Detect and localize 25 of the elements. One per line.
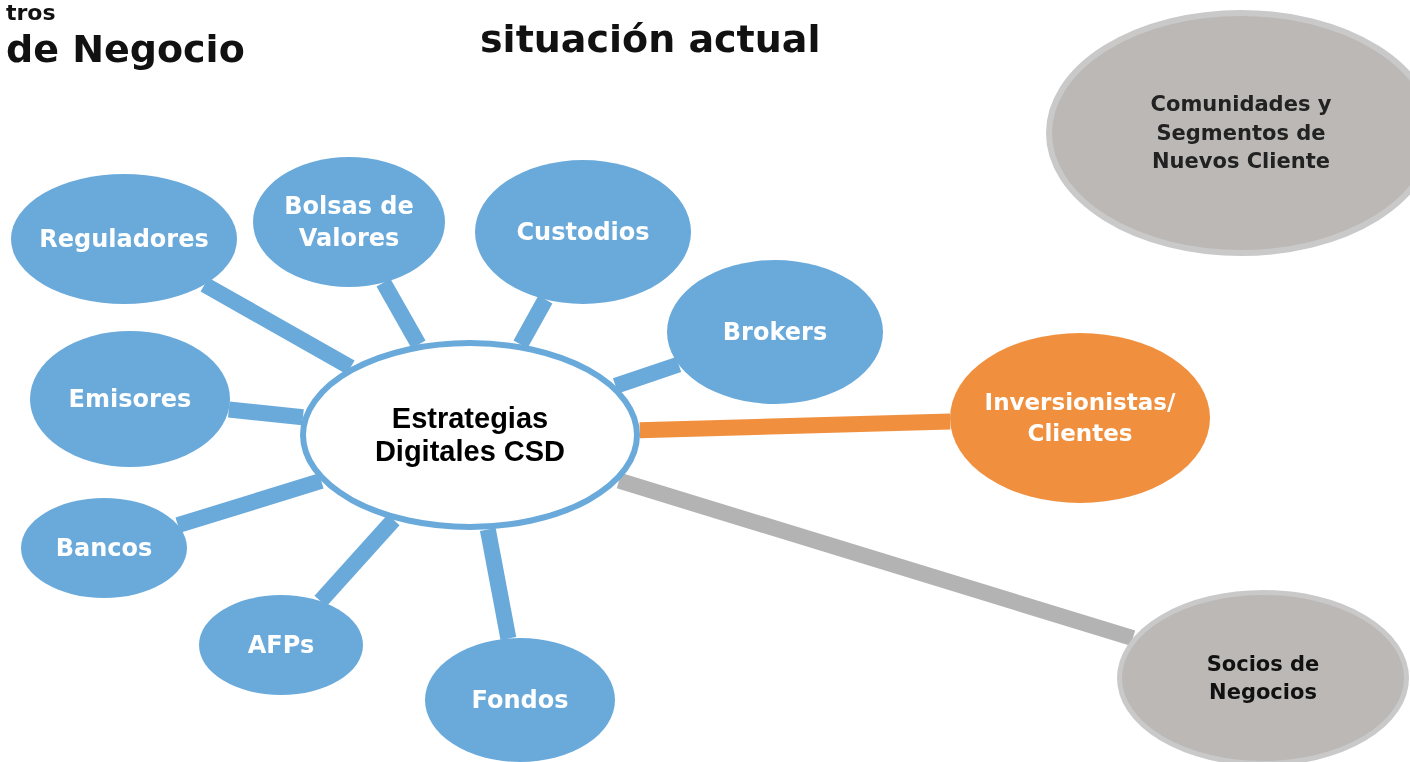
- connector-line: [612, 356, 682, 394]
- node-label: Emisores: [68, 383, 192, 415]
- connector-line: [513, 295, 553, 349]
- connector-line: [227, 401, 304, 426]
- connector-line: [314, 514, 400, 607]
- connector-line: [479, 528, 517, 640]
- connector-line: [175, 473, 324, 533]
- node-label: Inversionistas/ Clientes: [983, 387, 1177, 448]
- heading-text: de Negocio: [6, 30, 245, 68]
- connector-line: [616, 473, 1136, 646]
- node-label: Comunidades y Segmentos de Nuevos Cliente: [1149, 91, 1333, 176]
- heading-text: situación actual: [480, 20, 821, 58]
- connector-line: [376, 278, 426, 349]
- connector-line: [639, 413, 951, 439]
- node-label: Bolsas de Valores: [283, 190, 415, 254]
- node-label: Brokers: [722, 316, 828, 348]
- node-label: Fondos: [471, 684, 569, 716]
- heading-text: tros: [6, 2, 56, 24]
- node-label: Socios de Negocios: [1205, 650, 1321, 706]
- node-label: Estrategias Digitales CSD: [373, 401, 567, 469]
- node-label: Custodios: [516, 216, 650, 248]
- connector-line: [200, 277, 355, 375]
- node-label: Bancos: [55, 532, 153, 564]
- node-label: Reguladores: [39, 223, 209, 255]
- node-label: AFPs: [247, 629, 315, 661]
